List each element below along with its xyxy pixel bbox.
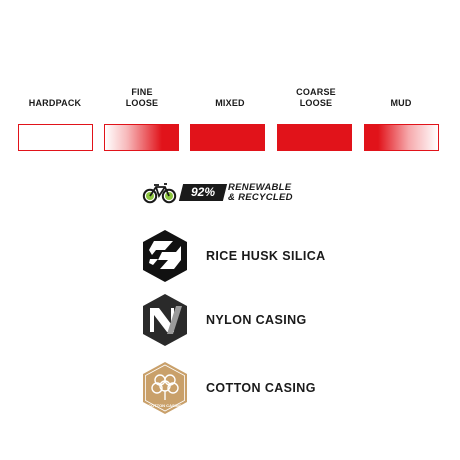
terrain-label-mixed: MIXED xyxy=(215,98,245,108)
eco-text: RENEWABLE & RECYCLED xyxy=(228,182,293,203)
cotton-casing-icon: COTTON CASING xyxy=(143,362,187,414)
eco-percent-badge: 92% xyxy=(178,184,228,201)
rice-husk-silica-icon xyxy=(143,230,187,282)
terrain-bar-mixed xyxy=(190,124,265,151)
terrain-bar-coarse-loose xyxy=(277,124,352,151)
terrain-label-fine-loose: FINE LOOSE xyxy=(125,87,159,108)
terrain-label-hardpack: HARDPACK xyxy=(28,98,82,108)
terrain-bar-fine-loose xyxy=(104,124,179,151)
terrain-label-coarse-loose: COARSE LOOSE xyxy=(296,87,336,108)
cotton-casing-badge-text: COTTON CASING xyxy=(148,403,181,408)
terrain-bar-hardpack xyxy=(18,124,93,151)
feature-label-cotton-casing: COTTON CASING xyxy=(206,381,316,395)
bicycle-icon xyxy=(142,183,177,204)
terrain-label-mud: MUD xyxy=(390,98,412,108)
feature-rice-husk-silica: RICE HUSK SILICA xyxy=(140,228,380,284)
feature-cotton-casing: COTTON CASING COTTON CASING xyxy=(140,360,380,416)
eco-percent: 92% xyxy=(190,185,216,199)
feature-label-rice-husk-silica: RICE HUSK SILICA xyxy=(206,249,326,263)
nylon-casing-icon xyxy=(143,294,187,346)
terrain-bar-mud xyxy=(364,124,439,151)
feature-label-nylon-casing: NYLON CASING xyxy=(206,313,307,327)
feature-nylon-casing: NYLON CASING xyxy=(140,292,380,348)
eco-badge: 92% RENEWABLE & RECYCLED xyxy=(142,181,332,205)
